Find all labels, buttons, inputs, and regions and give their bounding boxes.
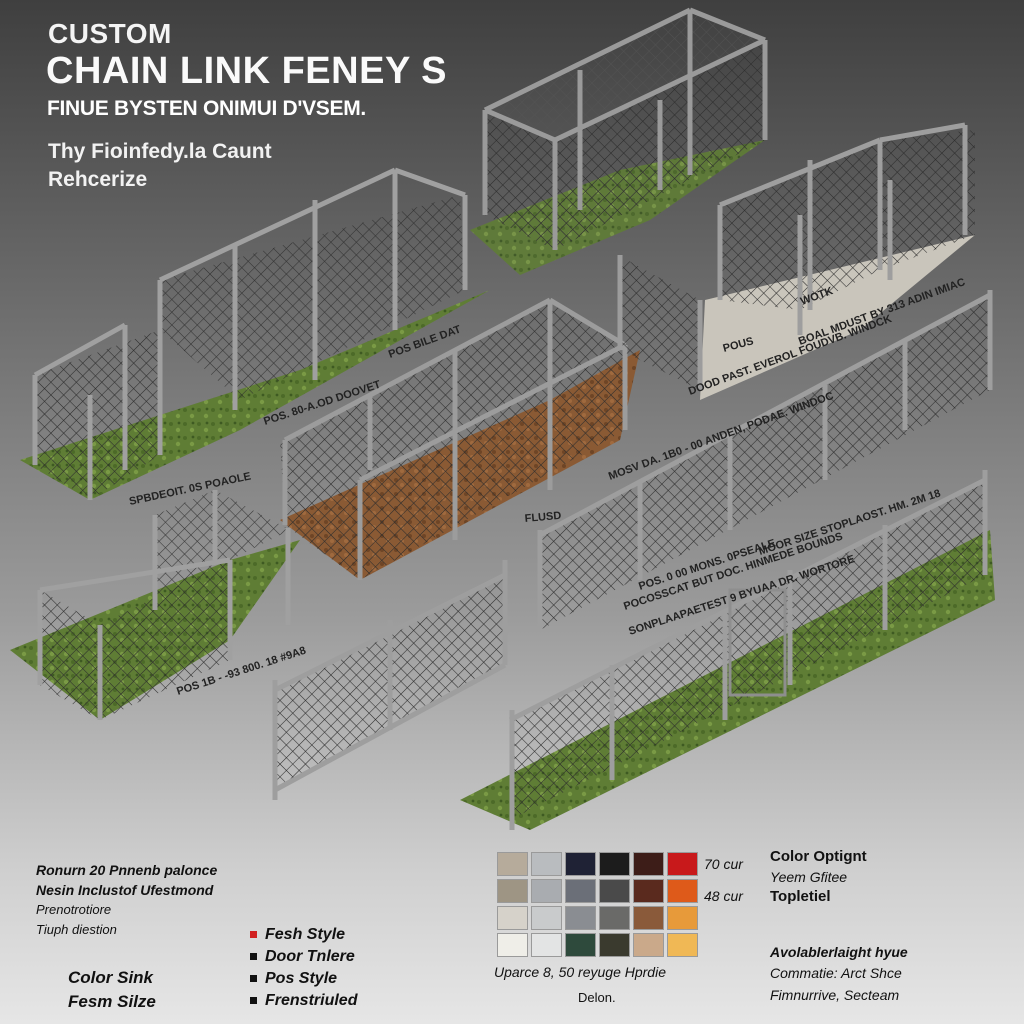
availability-panel: Avolablerlaight hyue Commatie: Arct Shce…	[770, 944, 908, 1003]
color-swatch[interactable]	[565, 906, 596, 930]
size-48: 48 cur	[704, 888, 743, 904]
color-swatch[interactable]	[599, 879, 630, 903]
title-line-2: CHAIN LINK FENEY S	[46, 50, 448, 92]
palette-caption-1: Uparce 8, 50 reyuge Hprdie	[494, 964, 666, 980]
kennel-middle-dirt	[280, 255, 703, 580]
color-swatch[interactable]	[497, 933, 528, 957]
color-options-heading: Color Optignt	[770, 848, 867, 865]
bullet-black-icon	[250, 975, 257, 983]
color-swatch[interactable]	[565, 852, 596, 876]
right-line-3: Avolablerlaight hyue	[770, 944, 908, 960]
option-fesh-style[interactable]: Fesh Style	[250, 926, 357, 944]
kennel-left-long	[20, 167, 490, 500]
kennel-top-right	[700, 122, 975, 400]
option-door-tnlere[interactable]: Door Tnlere	[250, 948, 357, 966]
right-line-2: Topletiel	[770, 888, 831, 905]
color-swatch[interactable]	[565, 879, 596, 903]
color-swatch[interactable]	[531, 906, 562, 930]
color-options-panel: Color Optignt Yeem Gfitee Topletiel	[770, 848, 867, 905]
right-line-1: Yeem Gfitee	[770, 869, 848, 885]
bullet-red-icon	[250, 931, 257, 939]
right-line-4: Commatie: Arct Shce	[770, 965, 902, 981]
color-swatch[interactable]	[565, 933, 596, 957]
color-swatch[interactable]	[531, 933, 562, 957]
bullet-black-icon	[250, 953, 257, 961]
color-swatch[interactable]	[667, 906, 698, 930]
kennel-top-center	[470, 7, 768, 275]
color-swatch[interactable]	[531, 879, 562, 903]
color-swatch[interactable]	[497, 879, 528, 903]
options-list: Fesh Style Door Tnlere Pos Style Frenstr…	[250, 926, 357, 1010]
tagline-1: Thy Fioinfedy.la Caunt	[48, 140, 272, 163]
title-line-3: FINUE BYSTEN ONIMUI D'VSEM.	[47, 97, 366, 120]
title-line-1: CUSTOM	[48, 18, 172, 49]
label-i: FLUSD	[524, 510, 562, 525]
color-sink-label: Color Sink	[68, 968, 154, 987]
note-line-3: Prenotrotiore	[36, 902, 112, 917]
note-line-4: Tiuph diestion	[36, 922, 117, 937]
option-frenstriuled[interactable]: Frenstriuled	[250, 992, 357, 1010]
fence-panel-bottom-right	[460, 470, 995, 830]
note-line-2: Nesin Inclustof Ufestmond	[36, 882, 214, 898]
kennel-small-left	[10, 490, 300, 720]
color-swatch[interactable]	[497, 906, 528, 930]
color-size-block: Color Sink Fesm Silze	[68, 968, 156, 1012]
bullet-black-icon	[250, 997, 257, 1005]
color-swatch[interactable]	[633, 852, 664, 876]
palette-caption-2: Delon.	[578, 990, 616, 1005]
option-pos-style[interactable]: Pos Style	[250, 970, 357, 988]
color-swatch[interactable]	[633, 906, 664, 930]
color-swatch[interactable]	[497, 852, 528, 876]
color-swatch[interactable]	[531, 852, 562, 876]
color-swatch[interactable]	[667, 933, 698, 957]
fesm-size-label: Fesm Silze	[68, 992, 156, 1011]
fence-panel-bottom-middle	[272, 560, 508, 800]
tagline-2: Rehcerize	[48, 168, 148, 191]
color-swatch[interactable]	[599, 906, 630, 930]
color-swatch[interactable]	[633, 879, 664, 903]
color-swatch[interactable]	[667, 879, 698, 903]
color-swatch[interactable]	[633, 933, 664, 957]
right-line-5: Fimnurrive, Secteam	[770, 987, 900, 1003]
color-swatch[interactable]	[599, 852, 630, 876]
fence-panel-right-long	[537, 290, 993, 632]
color-palette	[497, 852, 707, 957]
note-line-1: Ronurn 20 Pnnenb palonce	[36, 862, 218, 878]
color-swatch[interactable]	[599, 933, 630, 957]
color-swatch[interactable]	[667, 852, 698, 876]
notes-block: Ronurn 20 Pnnenb palonce Nesin Inclustof…	[36, 862, 217, 937]
size-70: 70 cur	[704, 856, 743, 872]
